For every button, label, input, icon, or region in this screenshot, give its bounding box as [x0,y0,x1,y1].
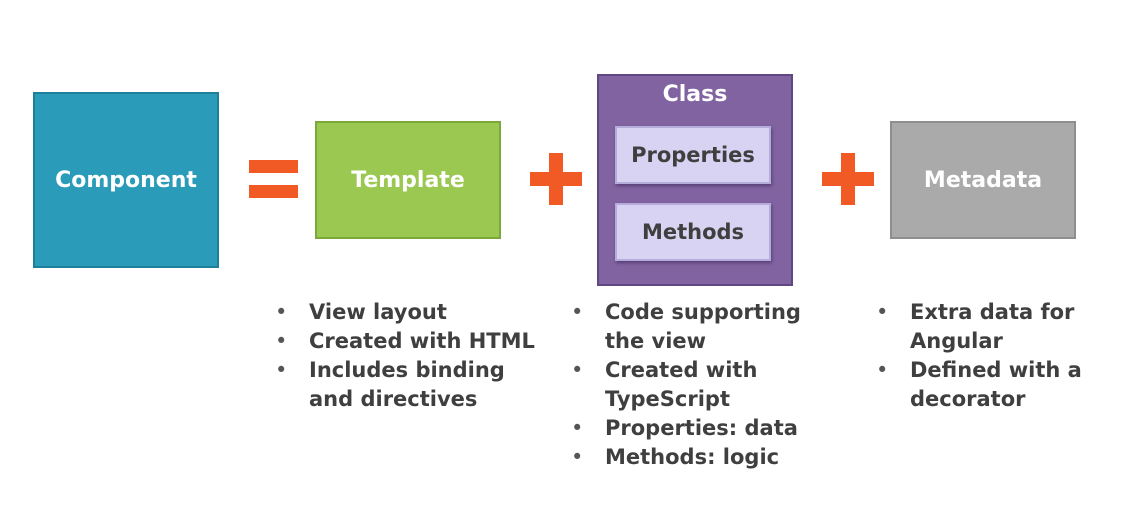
bullet-item: Defined with a decorator [876,356,1116,414]
component-box: Component [33,92,219,268]
template-label: Template [351,167,465,193]
equals-bar-top [249,160,298,173]
bullet-item: Properties: data [571,414,831,443]
template-box: Template [315,121,501,239]
equals-bar-bottom [249,185,298,198]
properties-label: Properties [631,143,755,167]
bullet-item: Code supporting the view [571,298,831,356]
methods-label: Methods [641,220,745,244]
plus-icon [530,153,582,205]
bullet-item: Created with HTML [275,327,545,356]
methods-box: Methods [615,203,771,261]
bullet-item: Includes binding and directives [275,356,545,414]
component-label: Component [55,167,197,193]
template-bullet-list: View layout Created with HTML Includes b… [275,298,545,414]
metadata-label: Metadata [923,167,1043,193]
class-box: Class Properties Methods [597,74,793,286]
bullet-item: Created with TypeScript [571,356,831,414]
class-title: Class [662,82,728,107]
properties-box: Properties [615,126,771,184]
metadata-box: Metadata [890,121,1076,239]
class-bullet-list: Code supporting the view Created with Ty… [571,298,831,472]
bullet-item: View layout [275,298,545,327]
metadata-bullet-list: Extra data for Angular Defined with a de… [876,298,1116,414]
plus-icon [822,153,874,205]
bullet-item: Extra data for Angular [876,298,1116,356]
bullet-item: Methods: logic [571,443,831,472]
